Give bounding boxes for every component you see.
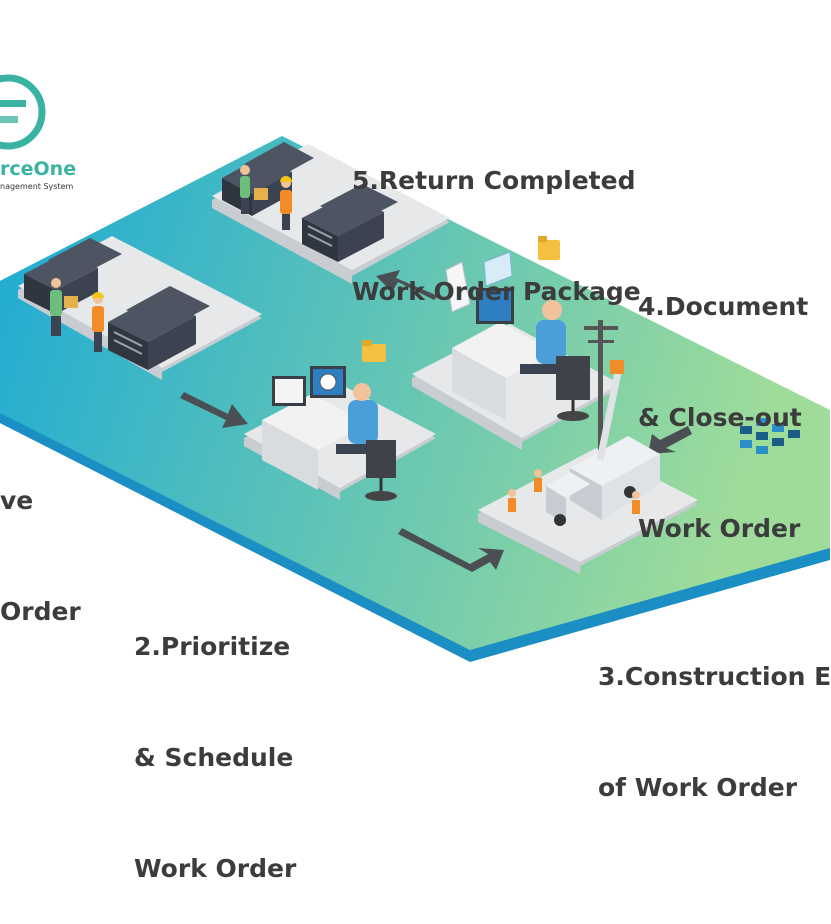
arrow-document-to-return	[376, 270, 438, 300]
worker-document	[520, 300, 590, 421]
step-construction-line-1: 3.Construction E	[598, 662, 831, 691]
utility-pole	[584, 320, 618, 450]
arrow-construction-to-document	[648, 426, 692, 454]
step-label-construction: 3.Construction E of Work Order	[598, 584, 831, 843]
worker-prioritize	[336, 383, 397, 501]
crew-construction	[508, 469, 640, 514]
step-document-line-2: & Close-out	[638, 403, 802, 432]
logo-mark-icon	[0, 74, 46, 150]
step-receive-line-2: Order	[0, 597, 81, 626]
logo-name: rceOne	[0, 158, 77, 180]
step-prioritize-line-2: & Schedule	[134, 743, 294, 772]
step-document-line-1: 4.Document	[638, 292, 809, 321]
arrow-prioritize-to-construction	[398, 528, 504, 572]
step-label-prioritize: 2.Prioritize & Schedule Work Order	[134, 554, 296, 924]
logo-subtitle: nagement System	[0, 182, 74, 191]
window-icon	[483, 251, 513, 287]
warehouse-return	[222, 142, 398, 262]
step-label-return: 5.Return Completed Work Order Package	[352, 88, 641, 347]
step-label-document: 4.Document & Close-out Work Order	[638, 214, 808, 584]
workflow-diagram	[0, 74, 830, 662]
workers-return	[240, 165, 292, 230]
workers-receive	[50, 278, 104, 352]
arrow-receive-to-prioritize	[180, 392, 248, 428]
step-return-line-2: Work Order Package	[352, 277, 641, 306]
step-prioritize-line-1: 2.Prioritize	[134, 632, 291, 661]
step-receive-line-1: ve	[0, 486, 34, 515]
document-icon	[445, 261, 471, 313]
step-prioritize-line-3: Work Order	[134, 854, 297, 883]
desk-prioritize	[262, 366, 368, 490]
step-document-line-3: Work Order	[638, 514, 801, 543]
folder-icon-2	[538, 236, 560, 260]
step-construction-line-2: of Work Order	[598, 773, 798, 802]
step-label-receive: ve Order	[0, 408, 81, 667]
step-return-line-1: 5.Return Completed	[352, 166, 636, 195]
folder-icon	[362, 340, 386, 362]
grid-logo-icon	[740, 418, 800, 454]
